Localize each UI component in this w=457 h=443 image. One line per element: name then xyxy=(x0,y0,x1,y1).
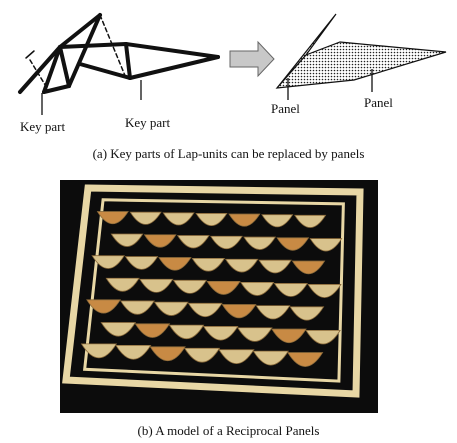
reciprocal-panel xyxy=(307,284,342,298)
reciprocal-panel xyxy=(96,211,129,225)
reciprocal-panel xyxy=(305,329,341,345)
reciprocal-panel xyxy=(243,236,277,250)
reciprocal-panel xyxy=(309,238,343,252)
reciprocal-panel xyxy=(110,233,144,247)
wireframe-bar-1 xyxy=(18,45,62,94)
lap-unit-diagram xyxy=(18,13,447,115)
reciprocal-panels-illustration xyxy=(60,180,378,413)
dimension-tick xyxy=(25,50,35,59)
reciprocal-panel xyxy=(261,214,294,228)
reciprocal-panel xyxy=(224,258,259,273)
reciprocal-panel xyxy=(119,300,155,315)
reciprocal-panel xyxy=(183,347,221,363)
reciprocal-panel xyxy=(124,256,159,270)
dashed-edge-2 xyxy=(29,59,48,89)
reciprocal-panel xyxy=(202,326,239,341)
reciprocal-panel xyxy=(289,306,325,321)
reciprocal-panel xyxy=(105,277,140,292)
reciprocal-panel xyxy=(172,279,208,294)
lap-unit-wireframe xyxy=(18,13,220,94)
transform-arrow xyxy=(229,40,275,78)
reciprocal-panel xyxy=(276,237,310,251)
reciprocal-panel xyxy=(91,255,125,269)
panel-right-label: Panel xyxy=(364,95,393,110)
reciprocal-panel xyxy=(115,344,152,360)
reciprocal-panel xyxy=(162,212,195,226)
model-inner-frame xyxy=(82,198,345,383)
reciprocal-panel xyxy=(129,211,162,225)
reciprocal-panel xyxy=(252,350,289,366)
figure-a-caption: (a) Key parts of Lap-units can be replac… xyxy=(92,146,365,161)
wireframe-bar-7 xyxy=(124,42,220,59)
reciprocal-panel xyxy=(228,213,261,227)
reciprocal-panel xyxy=(287,352,324,367)
wireframe-bar-5 xyxy=(42,84,71,94)
reciprocal-panel xyxy=(210,235,243,250)
reciprocal-panel xyxy=(176,235,210,249)
wireframe-bar-10 xyxy=(124,42,132,80)
reciprocal-panel xyxy=(195,213,228,227)
wireframe-bar-3 xyxy=(67,13,102,88)
reciprocal-panel xyxy=(187,302,223,318)
reciprocal-panel xyxy=(149,346,186,362)
reciprocal-panel xyxy=(86,299,121,314)
reciprocal-panel xyxy=(158,257,192,271)
reciprocal-panel xyxy=(206,280,241,295)
reciprocal-panel xyxy=(291,260,326,275)
figure-b-caption: (b) A model of a Reciprocal Panels xyxy=(137,423,320,438)
reciprocal-panel xyxy=(168,324,205,340)
reciprocal-panel xyxy=(218,349,255,365)
model-outer-frame xyxy=(62,184,364,398)
reciprocal-panel xyxy=(240,281,275,296)
reciprocal-panel xyxy=(139,278,174,293)
wireframe-bar-6 xyxy=(58,42,128,49)
reciprocal-panel xyxy=(273,283,308,297)
reciprocal-panel xyxy=(153,301,189,316)
panel-lower xyxy=(275,41,447,89)
reciprocal-panel xyxy=(294,214,327,228)
reciprocal-panel xyxy=(237,327,273,342)
key-part-left-label: Key part xyxy=(20,119,66,134)
dashed-edge-1 xyxy=(99,14,127,79)
reciprocal-panel xyxy=(143,234,177,248)
panel-left-label: Panel xyxy=(271,101,300,116)
wireframe-bar-8 xyxy=(128,55,220,80)
reciprocal-panel xyxy=(258,259,292,274)
reciprocal-panels-photo xyxy=(60,180,378,413)
reciprocal-panel xyxy=(191,257,226,272)
reciprocal-panel xyxy=(271,328,307,344)
reciprocal-panel xyxy=(80,343,118,359)
wireframe-bar-4 xyxy=(58,45,71,88)
key-part-right-label: Key part xyxy=(125,115,171,130)
reciprocal-panel xyxy=(221,304,257,319)
wireframe-bar-9 xyxy=(78,62,132,80)
reciprocal-panel xyxy=(100,322,137,337)
reciprocal-panel xyxy=(255,305,291,320)
wireframe-bar-2 xyxy=(58,13,102,49)
reciprocal-panel xyxy=(134,323,171,338)
